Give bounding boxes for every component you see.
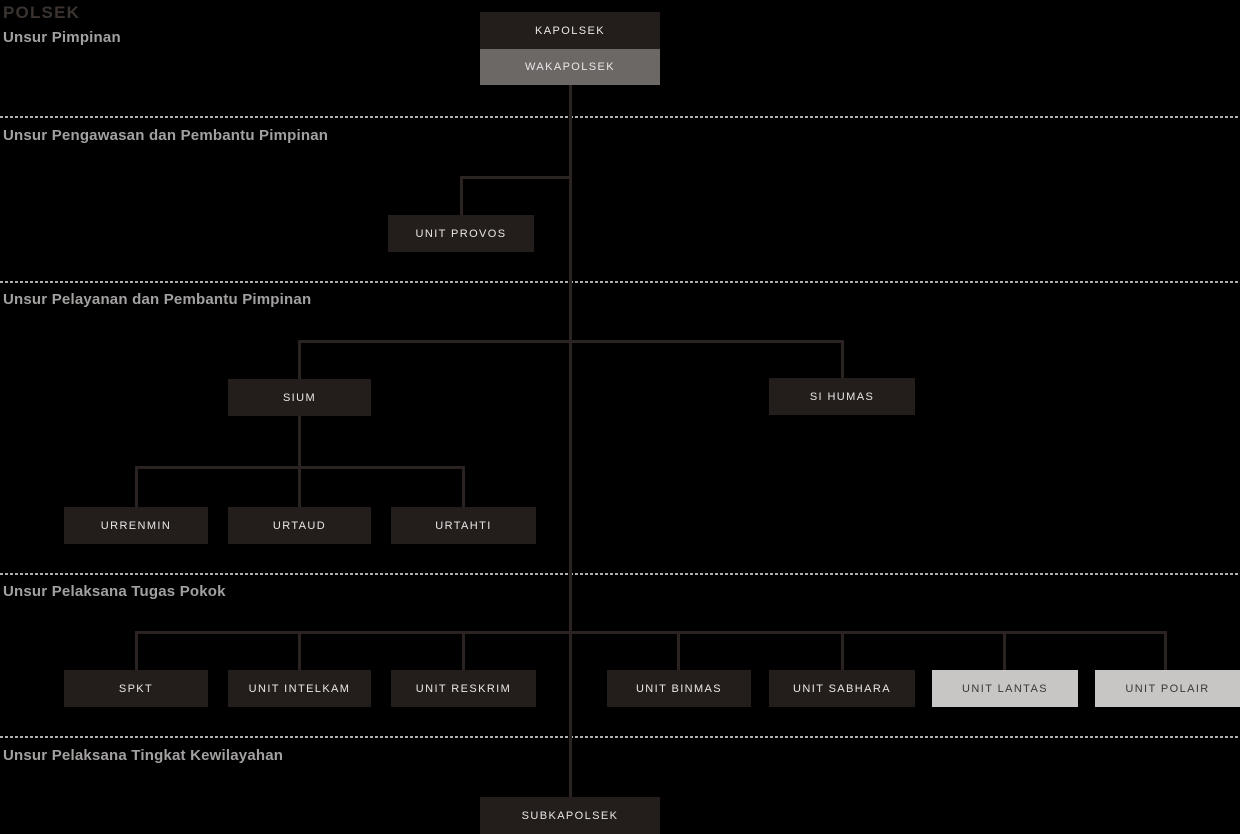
node-urrenmin: URRENMIN — [64, 507, 208, 544]
section-divider-1 — [0, 116, 1240, 118]
node-sium: SIUM — [228, 379, 371, 416]
node-unit-lantas: UNIT LANTAS — [932, 670, 1078, 707]
connector-spkt-drop — [135, 631, 138, 670]
node-si-humas: SI HUMAS — [769, 378, 915, 415]
node-unit-reskrim: UNIT RESKRIM — [391, 670, 536, 707]
connector-polair-drop — [1164, 631, 1167, 670]
node-urtaud: URTAUD — [228, 507, 371, 544]
section-label-pengawasan: Unsur Pengawasan dan Pembantu Pimpinan — [3, 127, 329, 144]
node-wakapolsek: WAKAPOLSEK — [480, 49, 660, 85]
node-unit-intelkam: UNIT INTELKAM — [228, 670, 371, 707]
section-label-kewilayahan: Unsur Pelaksana Tingkat Kewilayahan — [3, 747, 284, 764]
node-unit-sabhara: UNIT SABHARA — [769, 670, 915, 707]
section-divider-4 — [0, 736, 1240, 738]
connector-provos-drop — [460, 176, 463, 215]
connector-central-vertical — [569, 85, 572, 797]
node-urtahti: URTAHTI — [391, 507, 536, 544]
node-subkapolsek: SUBKAPOLSEK — [480, 797, 660, 834]
node-spkt: SPKT — [64, 670, 208, 707]
section-label-pelayanan: Unsur Pelayanan dan Pembantu Pimpinan — [3, 291, 312, 308]
node-unit-binmas: UNIT BINMAS — [607, 670, 751, 707]
connector-pelayanan-horizontal — [298, 340, 844, 343]
section-label-pimpinan: Unsur Pimpinan — [3, 29, 121, 46]
connector-lantas-drop — [1003, 631, 1006, 670]
connector-intelkam-drop — [298, 631, 301, 670]
connector-reskrim-drop — [462, 631, 465, 670]
page-title: POLSEK — [3, 3, 81, 22]
connector-provos-horizontal — [460, 176, 572, 179]
node-unit-polair: UNIT POLAIR — [1095, 670, 1240, 707]
section-divider-3 — [0, 573, 1240, 575]
section-divider-2 — [0, 281, 1240, 283]
connector-urrenmin-drop — [135, 466, 138, 507]
node-unit-provos: UNIT PROVOS — [388, 215, 534, 252]
section-label-tugas-pokok: Unsur Pelaksana Tugas Pokok — [3, 583, 226, 600]
connector-sium-stem — [298, 416, 301, 466]
connector-binmas-drop — [677, 631, 680, 670]
node-kapolsek: KAPOLSEK — [480, 12, 660, 49]
connector-sihumas-drop — [841, 340, 844, 378]
connector-urtahti-drop — [462, 466, 465, 507]
connector-sium-drop — [298, 340, 301, 379]
connector-sabhara-drop — [841, 631, 844, 670]
connector-tugas-pokok-horizontal — [135, 631, 1167, 634]
connector-urtaud-drop — [298, 466, 301, 507]
